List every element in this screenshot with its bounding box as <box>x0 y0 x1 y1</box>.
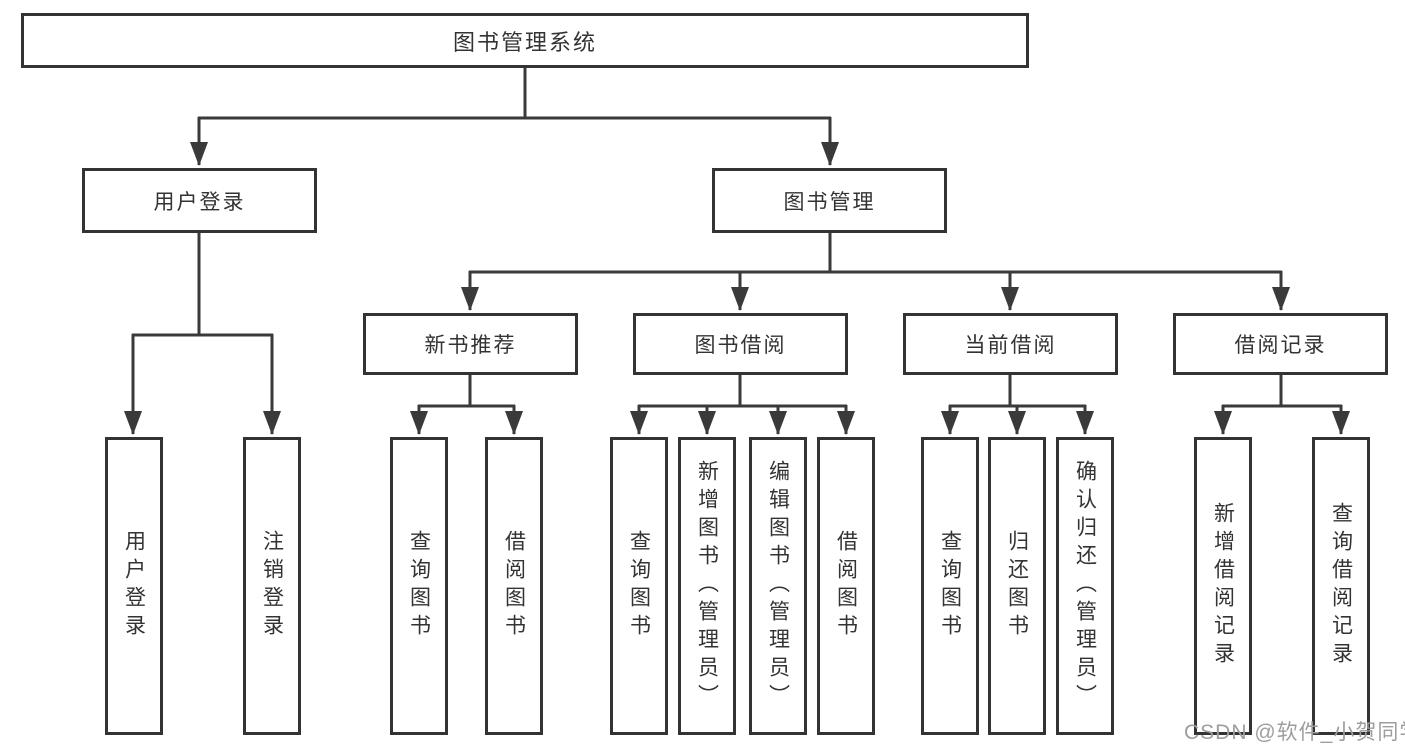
connector-user-login <box>132 233 273 337</box>
connector-new-book-recommend <box>418 375 515 408</box>
watermark: CSDN @软件_小贺同学 <box>1184 721 1405 744</box>
leaf-logout: 注销登录 <box>243 437 301 735</box>
leaf-user-login: 用户登录 <box>105 437 163 735</box>
node-borrow-records: 借阅记录 <box>1173 313 1388 375</box>
connector-book-borrow <box>638 375 847 408</box>
leaf-label: 归还图书 <box>1005 530 1029 642</box>
leaf-label: 借阅图书 <box>502 530 526 642</box>
leaf-query-books-recommend: 查询图书 <box>390 437 448 735</box>
leaf-label: 用户登录 <box>122 530 146 642</box>
leaf-query-books-current: 查询图书 <box>921 437 979 735</box>
leaf-label: 借阅图书 <box>834 530 858 642</box>
leaf-label: 注销登录 <box>260 530 284 642</box>
node-user-login-branch: 用户登录 <box>82 168 317 233</box>
leaf-add-borrow-record: 新增借阅记录 <box>1194 437 1252 735</box>
leaf-label: 查询图书 <box>938 530 962 642</box>
leaf-borrow-books-borrow: 借阅图书 <box>817 437 875 735</box>
node-root: 图书管理系统 <box>21 13 1029 68</box>
leaf-query-borrow-record: 查询借阅记录 <box>1312 437 1370 735</box>
node-current-borrow: 当前借阅 <box>903 313 1118 375</box>
leaf-add-books-admin: 新增图书（管理员） <box>678 437 736 735</box>
leaf-label: 查询借阅记录 <box>1329 502 1353 670</box>
leaf-edit-books-admin: 编辑图书（管理员） <box>749 437 807 735</box>
leaf-return-books: 归还图书 <box>988 437 1046 735</box>
node-book-borrow: 图书借阅 <box>633 313 848 375</box>
connector-book-management <box>469 233 1282 274</box>
leaf-borrow-books-recommend: 借阅图书 <box>485 437 543 735</box>
leaf-label: 查询图书 <box>627 530 651 642</box>
leaf-label: 新增图书（管理员） <box>695 460 719 712</box>
connector-current-borrow <box>949 375 1086 408</box>
node-new-book-recommend: 新书推荐 <box>363 313 578 375</box>
leaf-label: 编辑图书（管理员） <box>766 460 790 712</box>
leaf-label: 新增借阅记录 <box>1211 502 1235 670</box>
connector-borrow-records <box>1222 375 1342 408</box>
leaf-confirm-return-admin: 确认归还（管理员） <box>1056 437 1114 735</box>
connector-root <box>198 68 831 120</box>
leaf-label: 确认归还（管理员） <box>1073 460 1097 712</box>
leaf-query-books-borrow: 查询图书 <box>610 437 668 735</box>
node-book-management: 图书管理 <box>712 168 947 233</box>
leaf-label: 查询图书 <box>407 530 431 642</box>
